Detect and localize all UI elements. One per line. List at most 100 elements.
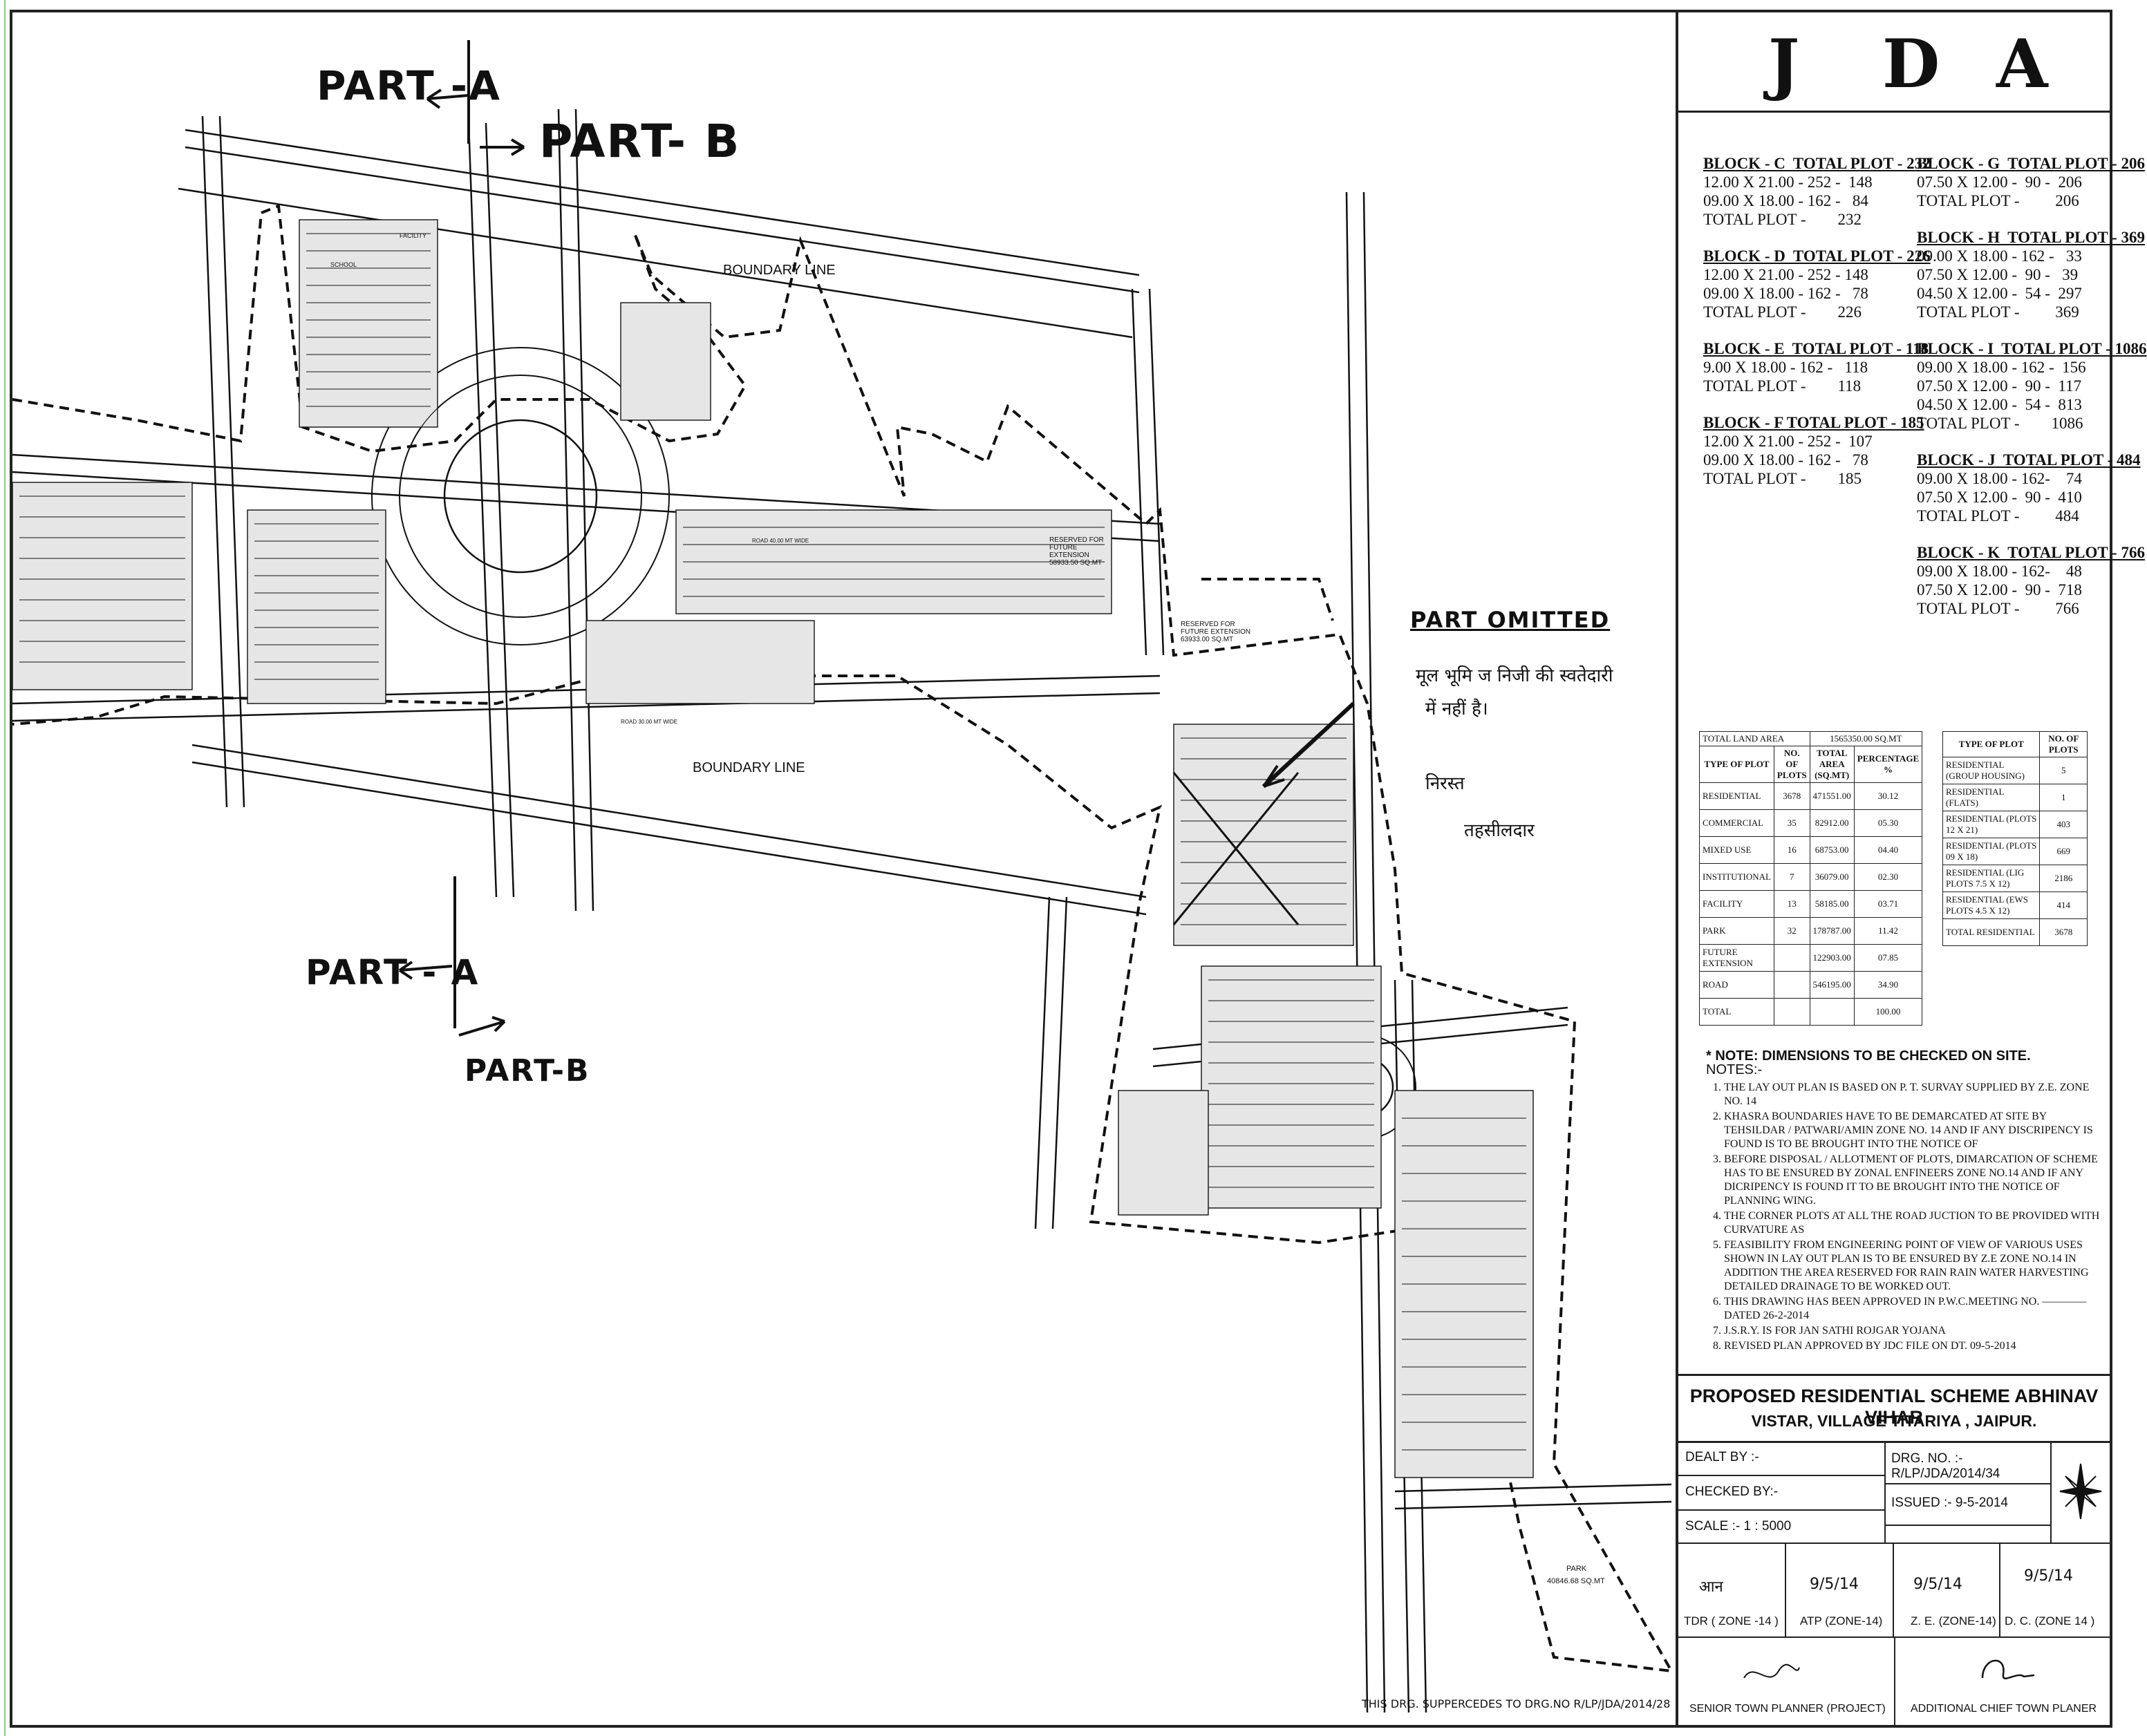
table-cell: 07.85: [1853, 944, 1923, 972]
table-cell: FUTURE EXTENSION: [1699, 944, 1774, 972]
table-cell: 30.12: [1853, 782, 1923, 810]
table-cell: 414: [2039, 891, 2088, 919]
table-cell: RESIDENTIAL (PLOTS 09 X 18): [1942, 838, 2041, 865]
table-header-cell: PERCENTAGE %: [1853, 746, 1923, 783]
scan-edge-line: [4, 0, 6, 1736]
block-summary-header: BLOCK - F TOTAL PLOT - 185: [1703, 414, 1924, 431]
road-vertical-1: [201, 115, 228, 808]
reserved-area-label-1: RESERVED FOR FUTURE EXTENSION 58933.50 S…: [1049, 536, 1104, 567]
block-summary-line: 09.00 X 18.00 - 162 - 33: [1917, 247, 2082, 265]
logo-letter-d: D: [1882, 25, 1940, 103]
block-summary-header: BLOCK - E TOTAL PLOT - 118: [1703, 340, 1929, 357]
hindi-note-3: निरस्त: [1425, 773, 1465, 794]
plot-block-i: [1201, 965, 1382, 1209]
table-cell: [1773, 944, 1810, 972]
block-summary-line: 09.00 X 18.00 - 162- 74: [1917, 470, 2082, 487]
notes-section: * NOTE: DIMENSIONS TO BE CHECKED ON SITE…: [1706, 1049, 2100, 1355]
table-cell: 3678: [1773, 782, 1810, 810]
table-cell: [1809, 998, 1855, 1026]
layout-plan-drawing: [12, 40, 1674, 1713]
block-summary-line: TOTAL PLOT - 369: [1917, 303, 2079, 321]
table-cell: RESIDENTIAL (LIG PLOTS 7.5 X 12): [1942, 865, 2041, 892]
notes-list: THE LAY OUT PLAN IS BASED ON P. T. SURVA…: [1706, 1081, 2100, 1353]
part-b-label-bottom: PART-B: [465, 1053, 590, 1088]
park-label: PARK: [1566, 1565, 1587, 1573]
school-label: SCHOOL: [330, 261, 357, 268]
dealt-by-cell: DEALT BY :-: [1678, 1443, 1886, 1476]
table-cell: 178787.00: [1809, 917, 1855, 945]
sig-mark-tdr: आन: [1699, 1578, 1723, 1596]
table-header-cell: TYPE OF PLOT: [1942, 731, 2041, 757]
table-cell: 122903.00: [1809, 944, 1855, 972]
signatories-row: [1678, 1544, 2110, 1638]
block-summary-line: 07.50 X 12.00 - 90 - 39: [1917, 266, 2079, 283]
block-summary-header: BLOCK - I TOTAL PLOT - 1086: [1917, 340, 2147, 357]
block-summary-line: TOTAL PLOT - 226: [1703, 303, 1862, 321]
chief-planner-signature: [1981, 1659, 2035, 1679]
additional-chief-town-planner: ADDITIONAL CHIEF TOWN PLANER: [1911, 1703, 2097, 1715]
project-title-line-2: VISTAR, VILLAGE TITARIYA , JAIPUR.: [1751, 1412, 2037, 1430]
table-cell: ROAD: [1699, 971, 1774, 999]
block-summary-line: 04.50 X 12.00 - 54 - 813: [1917, 396, 2082, 413]
block-summary-line: TOTAL PLOT - 766: [1917, 600, 2079, 617]
central-circle-inner: [443, 419, 598, 574]
note-item: KHASRA BOUNDARIES HAVE TO BE DEMARCATED …: [1724, 1110, 2100, 1151]
note-item: REVISED PLAN APPROVED BY JDC FILE ON DT.…: [1724, 1339, 2100, 1353]
table-cell: FACILITY: [1699, 890, 1774, 918]
table-cell: 471551.00: [1809, 782, 1855, 810]
jda-logo: J D A: [1678, 12, 2110, 113]
table-cell: 36079.00: [1809, 863, 1855, 891]
sig-divider: [1893, 1544, 1894, 1638]
planner-divider: [1894, 1638, 1895, 1726]
table-row: RESIDENTIAL (PLOTS 09 X 18)669: [1942, 838, 2088, 865]
block-summary-line: 07.50 X 12.00 - 90 - 117: [1917, 377, 2082, 395]
plot-block-west: [12, 482, 193, 690]
notes-title: NOTES:-: [1706, 1062, 1763, 1077]
dimension-check-note: * NOTE: DIMENSIONS TO BE CHECKED ON SITE…: [1706, 1048, 2031, 1064]
table-cell: RESIDENTIAL (EWS PLOTS 4.5 X 12): [1942, 891, 2041, 919]
table-cell: 13: [1773, 890, 1810, 918]
signatory-tdr: TDR ( ZONE -14 ): [1684, 1614, 1779, 1628]
supersede-note: THIS DRG. SUPPERCEDES TO DRG.NO R/LP/JDA…: [1362, 1697, 1671, 1710]
table-cell: RESIDENTIAL (FLATS): [1942, 784, 2041, 811]
sig-mark-dc: 9/5/14: [2024, 1567, 2073, 1585]
table-header-cell: TYPE OF PLOT: [1699, 746, 1774, 783]
table-header-cell: NO. OF PLOTS: [2039, 731, 2088, 757]
layout-plan-map: PART -A PART- B PART - A PART-B PART OMI…: [12, 12, 1676, 1726]
table-cell: 669: [2039, 838, 2088, 865]
table-cell: 04.40: [1853, 836, 1923, 864]
table-cell: 100.00: [1853, 998, 1923, 1026]
block-summary-line: 12.00 X 21.00 - 252 - 148: [1703, 173, 1873, 191]
block-summary-line: TOTAL PLOT - 484: [1917, 507, 2079, 525]
table-header-cell: TOTAL AREA (SQ.MT): [1809, 746, 1855, 783]
sig-divider: [1999, 1544, 2000, 1638]
project-title-line-1: PROPOSED RESIDENTIAL SCHEME ABHINAV VIHA…: [1689, 1386, 2099, 1428]
sig-mark-atp: 9/5/14: [1810, 1576, 1859, 1593]
table-cell: 3678: [2039, 918, 2088, 946]
block-summary-header: BLOCK - J TOTAL PLOT - 484: [1917, 451, 2141, 469]
note-item: FEASIBILITY FROM ENGINEERING POINT OF VI…: [1724, 1238, 2100, 1294]
road-40-label: ROAD 40.00 MT WIDE: [752, 538, 809, 544]
hindi-note-4: तहसीलदार: [1464, 820, 1535, 841]
table-cell: 68753.00: [1809, 836, 1855, 864]
block-summary-line: TOTAL PLOT - 232: [1703, 211, 1862, 228]
part-omitted-label: PART OMITTED: [1410, 607, 1611, 633]
block-summary-line: 04.50 X 12.00 - 54 - 297: [1917, 285, 2082, 302]
road-north-top: [185, 129, 1140, 276]
